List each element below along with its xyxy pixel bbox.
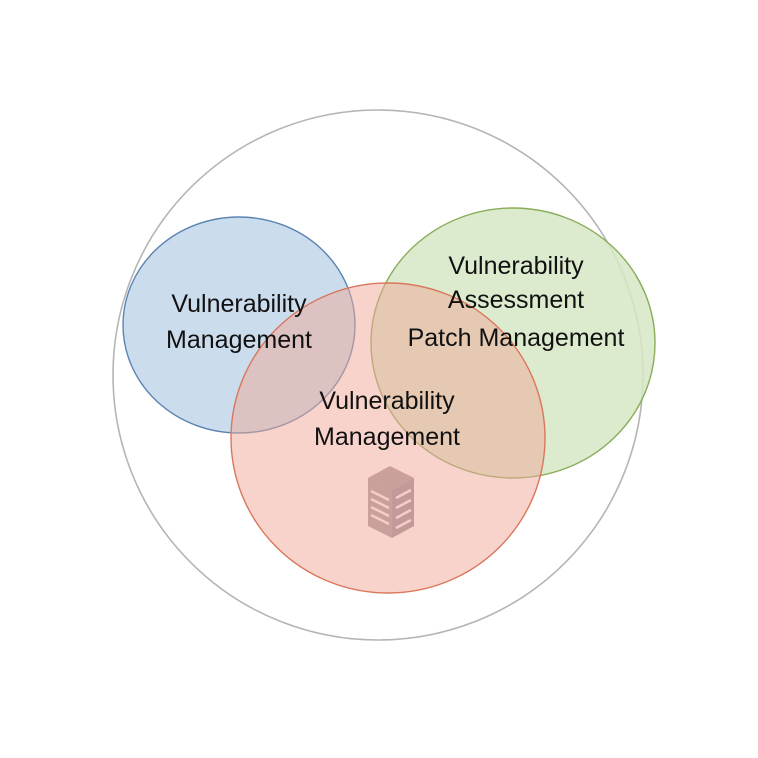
label-line: Vulnerability — [319, 387, 455, 415]
label-line: Vulnerability — [448, 252, 584, 280]
server-building-icon — [368, 466, 414, 538]
green-circle-label: Vulnerability Assessment Patch Managemen… — [408, 249, 625, 355]
label-line: Management — [314, 423, 460, 451]
label-line: Management — [166, 326, 312, 354]
label-line: Assessment — [447, 286, 585, 314]
blue-circle-label: Vulnerability Management — [166, 286, 312, 358]
label-line: Vulnerability — [171, 290, 307, 318]
red-circle-label: Vulnerability Management — [314, 383, 460, 455]
label-line: Patch Management — [407, 324, 625, 352]
red-circle — [230, 282, 546, 594]
